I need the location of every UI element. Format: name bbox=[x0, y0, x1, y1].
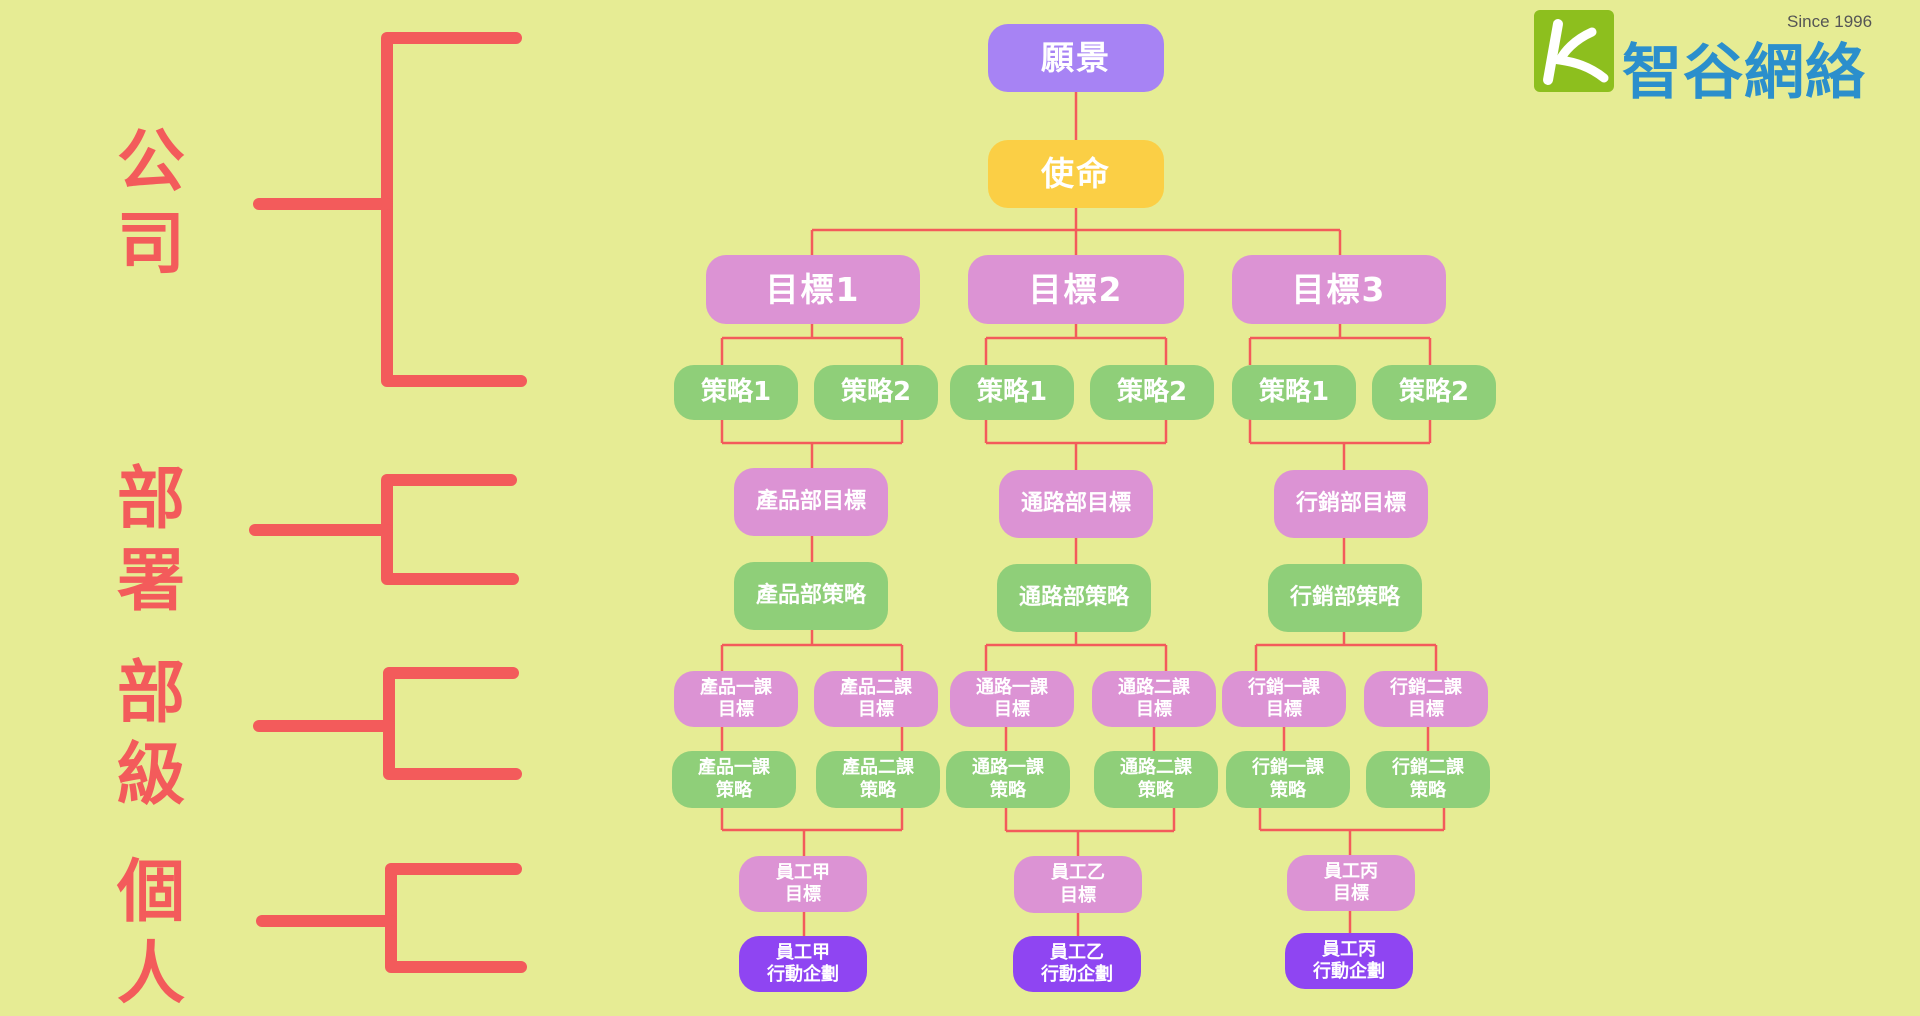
goal-node: 目標2 bbox=[968, 255, 1184, 324]
tier-label-department: 部署 bbox=[106, 459, 196, 623]
department-strategy-node: 產品部策略 bbox=[734, 562, 888, 630]
section-goal-node: 行銷一課目標 bbox=[1222, 671, 1346, 727]
department-goal-node: 行銷部目標 bbox=[1274, 470, 1428, 538]
strategy-node: 策略1 bbox=[1232, 365, 1356, 420]
department-strategy-node: 通路部策略 bbox=[997, 564, 1151, 632]
tier-char: 公 bbox=[116, 123, 185, 202]
section-strategy-node: 通路二課策略 bbox=[1094, 751, 1218, 808]
section-goal-node: 產品二課目標 bbox=[814, 671, 938, 727]
tier-char: 人 bbox=[116, 935, 185, 1014]
section-strategy-node: 行銷二課策略 bbox=[1366, 751, 1490, 808]
employee-goal-node: 員工甲目標 bbox=[739, 856, 867, 912]
brand-since: Since 1996 bbox=[1787, 12, 1873, 31]
goal-node: 目標1 bbox=[706, 255, 920, 324]
company-bracket bbox=[381, 32, 527, 387]
department-goal-node: 產品部目標 bbox=[734, 468, 888, 536]
employee-plan-node: 員工丙行動企劃 bbox=[1285, 933, 1413, 989]
section-goal-node: 行銷二課目標 bbox=[1364, 671, 1488, 727]
tier-label-individual: 個人 bbox=[106, 852, 196, 1016]
mission-node: 使命 bbox=[988, 140, 1164, 208]
section-bracket bbox=[383, 667, 522, 780]
tier-label-section: 部級 bbox=[106, 653, 196, 817]
strategy-node: 策略1 bbox=[674, 365, 798, 420]
section-goal-node: 通路二課目標 bbox=[1092, 671, 1216, 727]
strategy-node: 策略2 bbox=[1090, 365, 1214, 420]
tier-brackets bbox=[249, 32, 527, 973]
tree-connectors bbox=[720, 92, 1446, 936]
section-strategy-node: 通路一課策略 bbox=[946, 751, 1070, 808]
section-strategy-node: 產品二課策略 bbox=[816, 751, 940, 808]
brand-logo-icon bbox=[1534, 10, 1614, 92]
vision-node: 願景 bbox=[988, 24, 1164, 92]
employee-plan-node: 員工甲行動企劃 bbox=[739, 936, 867, 992]
tier-char: 級 bbox=[116, 736, 185, 815]
section-strategy-node: 產品一課策略 bbox=[672, 751, 796, 808]
department-strategy-node: 行銷部策略 bbox=[1268, 564, 1422, 632]
section-goal-node: 通路一課目標 bbox=[950, 671, 1074, 727]
section-goal-node: 產品一課目標 bbox=[674, 671, 798, 727]
department-bracket bbox=[381, 474, 519, 585]
tier-label-company: 公司 bbox=[106, 122, 196, 286]
tier-char: 司 bbox=[116, 205, 185, 284]
tier-char: 署 bbox=[116, 542, 185, 621]
strategy-node: 策略2 bbox=[1372, 365, 1496, 420]
section-strategy-node: 行銷一課策略 bbox=[1226, 751, 1350, 808]
tier-char: 部 bbox=[116, 654, 185, 733]
employee-goal-node: 員工乙目標 bbox=[1014, 856, 1142, 913]
tier-char: 部 bbox=[116, 460, 185, 539]
employee-goal-node: 員工丙目標 bbox=[1287, 855, 1415, 911]
strategy-node: 策略1 bbox=[950, 365, 1074, 420]
brand-name: 智谷網絡 bbox=[1622, 38, 1866, 108]
tier-char: 個 bbox=[116, 853, 185, 932]
goal-node: 目標3 bbox=[1232, 255, 1446, 324]
strategy-node: 策略2 bbox=[814, 365, 938, 420]
department-goal-node: 通路部目標 bbox=[999, 470, 1153, 538]
employee-plan-node: 員工乙行動企劃 bbox=[1013, 936, 1141, 992]
individual-bracket bbox=[385, 863, 527, 973]
